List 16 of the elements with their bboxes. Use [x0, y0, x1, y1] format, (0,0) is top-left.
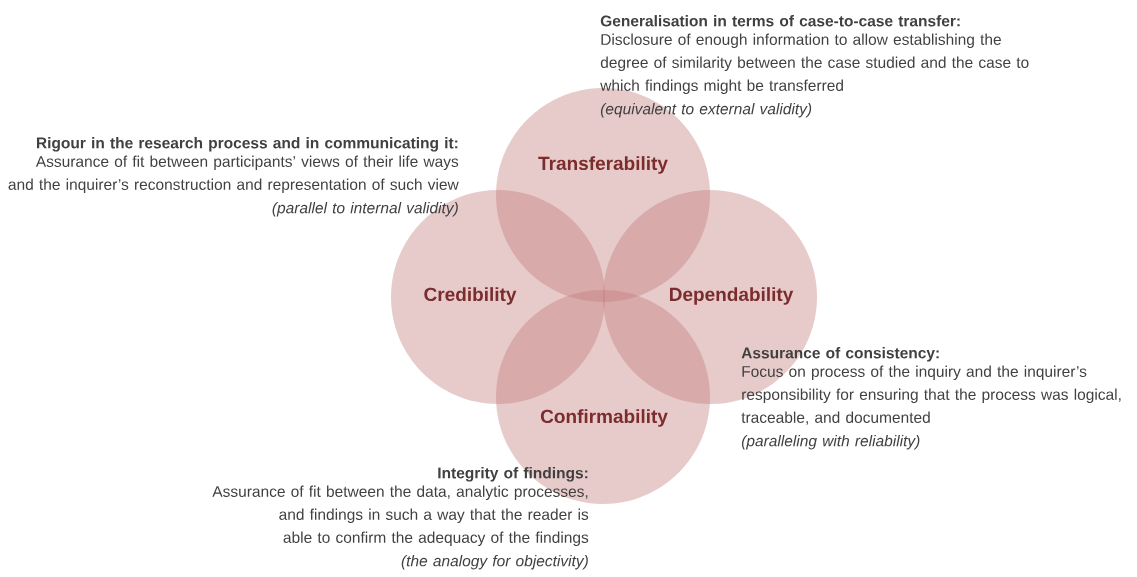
- annotation-heading: Integrity of findings:: [438, 467, 588, 482]
- annotation-text: Focus on process of the inquiry and the inquirer’s responsibility for ensuring that the process was logical, traceable, and documented: [741, 365, 1121, 425]
- annotation-heading: Assurance of consistency:: [741, 347, 939, 362]
- annotation-note: (paralleling with reliability): [741, 435, 920, 450]
- circle-label: Confirmability: [540, 409, 668, 427]
- annotation-note: (parallel to internal validity): [272, 202, 458, 217]
- annotation-text: Disclosure of enough information to allow establishing the degree of similarity between the case studied and the case to which findings might be transferred: [600, 33, 1029, 95]
- circle-label: Dependability: [670, 287, 794, 305]
- circle-label: Transferability: [538, 156, 668, 174]
- annotation-note: (equivalent to external validity): [600, 103, 812, 118]
- annotation-text: Assurance of fit between participants’ views of their life ways and the inquirer’s reconstruction and representation of such view: [8, 155, 459, 194]
- annotation-note: (the analogy for objectivity): [401, 555, 588, 570]
- annotation-text: Assurance of fit between the data, analytic processes, and findings in such a way that the reader is able to confirm the adequacy of the findings: [212, 485, 589, 547]
- circle-label: Credibility: [424, 287, 517, 305]
- annotation-heading: Generalisation in terms of case-to-case transfer:: [600, 15, 960, 27]
- annotation-heading: Rigour in the research process and in communicating it:: [36, 137, 458, 152]
